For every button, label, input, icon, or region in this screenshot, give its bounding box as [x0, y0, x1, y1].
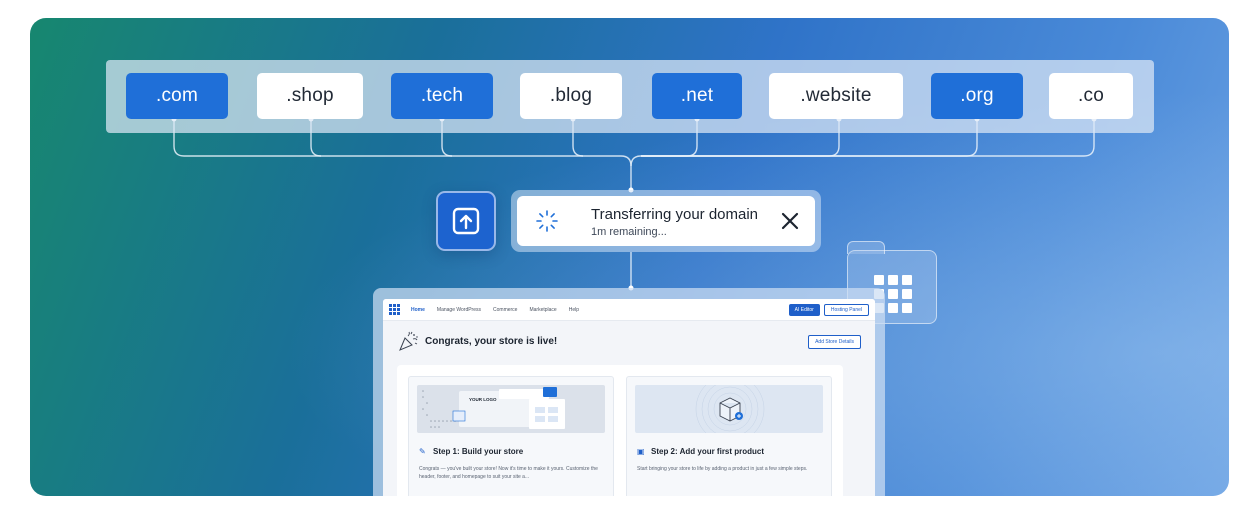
onboarding-steps: YOUR LOGO ✎ Step 1: Build your store Con… — [397, 365, 843, 496]
dashboard-nav: Home Manage WordPress Commerce Marketpla… — [383, 299, 875, 321]
tld-com[interactable]: .com — [126, 73, 228, 119]
build-store-illustration: YOUR LOGO — [417, 385, 605, 433]
hero-banner: .com .shop .tech .blog .net .website .or… — [30, 18, 1229, 496]
step-card-build-store[interactable]: YOUR LOGO ✎ Step 1: Build your store Con… — [408, 376, 614, 496]
tld-website[interactable]: .website — [769, 73, 903, 119]
party-popper-icon — [399, 331, 418, 351]
tld-co[interactable]: .co — [1049, 73, 1133, 119]
loading-spinner-icon — [536, 210, 558, 232]
dashboard-logo-icon — [389, 303, 401, 316]
box-icon: ▣ — [637, 447, 645, 456]
tld-net[interactable]: .net — [652, 73, 742, 119]
nav-home[interactable]: Home — [411, 306, 425, 313]
tld-blog[interactable]: .blog — [520, 73, 622, 119]
tld-strip: .com .shop .tech .blog .net .website .or… — [106, 60, 1154, 133]
hosting-panel-button[interactable]: Hosting Panel — [823, 303, 869, 316]
dashboard-screen: Home Manage WordPress Commerce Marketpla… — [383, 299, 875, 496]
congrats-row: Congrats, your store is live! Add Store … — [397, 331, 861, 353]
close-icon[interactable] — [779, 210, 801, 232]
transfer-status-card: Transferring your domain 1m remaining... — [511, 190, 821, 252]
tld-org[interactable]: .org — [931, 73, 1023, 119]
nav-help[interactable]: Help — [568, 306, 579, 313]
congrats-title: Congrats, your store is live! — [425, 336, 558, 347]
tld-tech[interactable]: .tech — [391, 73, 493, 119]
upload-icon — [452, 207, 480, 235]
transfer-subtitle: 1m remaining... — [591, 226, 667, 238]
tld-shop[interactable]: .shop — [257, 73, 363, 119]
ai-editor-button[interactable]: AI Editor — [788, 303, 820, 316]
add-product-illustration — [635, 374, 823, 444]
transfer-status-inner: Transferring your domain 1m remaining... — [517, 196, 815, 246]
svg-text:YOUR LOGO: YOUR LOGO — [469, 397, 497, 402]
step2-title: Step 2: Add your first product — [651, 447, 765, 456]
step1-title: Step 1: Build your store — [433, 447, 524, 456]
step-card-add-product[interactable]: ▣ Step 2: Add your first product Start b… — [626, 374, 832, 496]
step1-description: Congrats — you've built your store! Now … — [419, 466, 598, 480]
step2-description: Start bringing your store to life by add… — [637, 466, 808, 472]
nav-commerce[interactable]: Commerce — [493, 306, 518, 313]
nav-manage-wordpress[interactable]: Manage WordPress — [436, 306, 482, 313]
transfer-title: Transferring your domain — [591, 206, 759, 223]
pencil-icon: ✎ — [419, 447, 426, 456]
add-store-details-button[interactable]: Add Store Details — [808, 335, 861, 349]
nav-marketplace[interactable]: Marketplace — [529, 306, 557, 313]
upload-tile[interactable] — [436, 191, 496, 251]
store-dashboard-preview: Home Manage WordPress Commerce Marketpla… — [373, 288, 885, 496]
